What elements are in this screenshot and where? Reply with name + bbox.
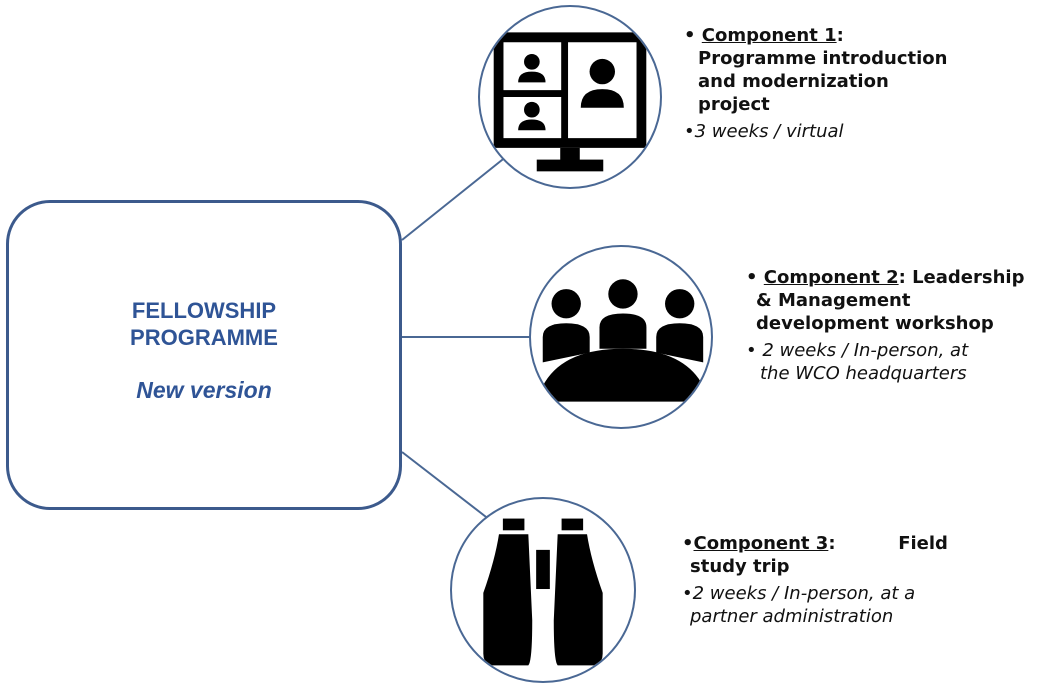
programme-title: FELLOWSHIP PROGRAMME [130,297,278,350]
component-1-heading: • Component 1: [684,24,948,47]
connector-line-3 [401,451,491,521]
fellowship-programme-box: FELLOWSHIP PROGRAMME New version [6,200,402,510]
programme-subtitle: New version [136,376,272,403]
component-1-circle [478,5,662,189]
component-3-bullet: • [682,533,694,554]
component-2-label: Component 2 [763,267,899,288]
component-3-circle [450,497,636,683]
component-2-circle [529,245,713,429]
video-conference-icon [493,32,647,172]
component-3-detail: •2 weeks / In-person, at a partner admin… [682,582,948,628]
component-3-detail-line: partner administration [690,606,894,627]
component-2-bullet: • [746,267,764,288]
meeting-table-icon [536,279,710,402]
component-1-title-line: Programme introduction [698,48,948,69]
component-2-detail: • 2 weeks / In-person, at the WCO headqu… [746,339,1024,385]
component-3-detail-line: •2 weeks / In-person, at a [682,583,916,604]
component-1-bullet: • [684,25,702,46]
component-2-title-line: & Management [756,290,911,311]
component-2-heading: • Component 2: Leadership [746,266,1024,289]
binoculars-icon [483,518,603,666]
component-2-detail-line: • 2 weeks / In-person, at [746,340,969,361]
component-2-title: & Management development workshop [746,289,1024,335]
component-3-label-suffix: : Field [828,533,948,554]
component-1-text: • Component 1: Programme introduction an… [684,24,948,143]
component-3-title: study trip [682,555,948,578]
component-3-text: •Component 3: Field study trip •2 weeks … [682,532,948,628]
component-1-title-line: project [698,94,770,115]
component-1-label-suffix: : [836,25,844,46]
component-2-title-line: development workshop [756,313,994,334]
component-1-detail: •3 weeks / virtual [684,120,948,143]
component-3-title-line: study trip [690,556,790,577]
connector-line-1 [401,151,513,241]
component-2-text: • Component 2: Leadership & Management d… [746,266,1024,385]
component-1-detail-line: •3 weeks / virtual [684,121,844,142]
component-2-detail-line: the WCO headquarters [760,363,967,384]
component-1-title: Programme introduction and modernization… [684,47,948,116]
component-2-label-suffix: : Leadership [898,267,1025,288]
component-3-heading: •Component 3: Field [682,532,948,555]
component-1-label: Component 1 [701,25,837,46]
component-3-label: Component 3 [693,533,829,554]
component-1-title-line: and modernization [698,71,889,92]
